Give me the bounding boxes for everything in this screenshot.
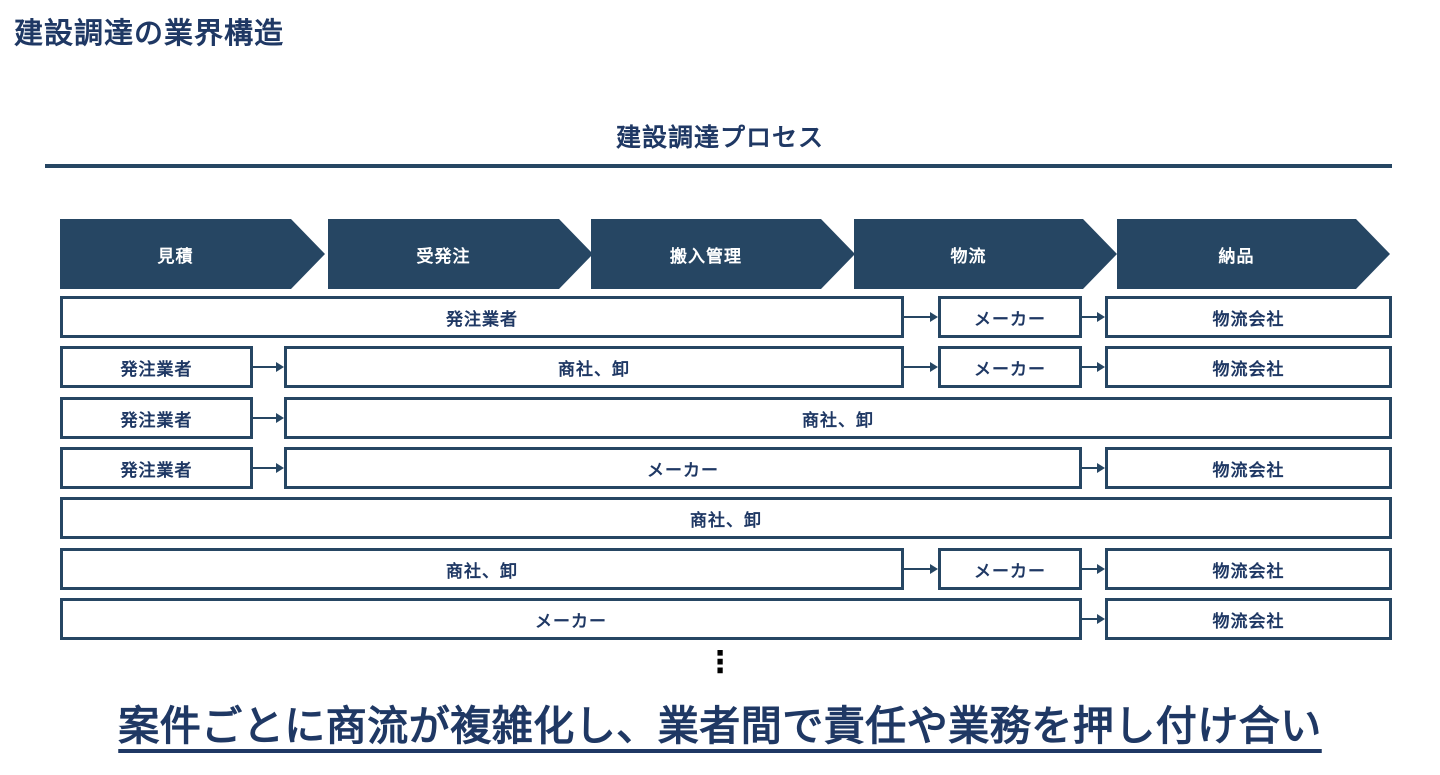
flow-row: 発注業者 メーカー 物流会社 <box>0 296 1440 338</box>
flow-box-logistics-company: 物流会社 <box>1105 598 1392 640</box>
flow-box-manufacturer: メーカー <box>60 598 1082 640</box>
process-section-title: 建設調達プロセス <box>615 124 824 152</box>
flow-box-trading-wholesale: 商社、卸 <box>60 497 1392 539</box>
arrow-connector <box>1082 362 1105 372</box>
flow-row: 商社、卸 メーカー 物流会社 <box>0 548 1440 590</box>
flow-box-trading-wholesale: 商社、卸 <box>284 346 904 388</box>
flow-box-manufacturer: メーカー <box>938 548 1082 590</box>
arrow-connector <box>904 564 938 574</box>
flow-box-logistics-company: 物流会社 <box>1105 447 1392 489</box>
arrow-connector <box>1082 564 1105 574</box>
vertical-ellipsis: ⋮ <box>705 646 735 679</box>
flow-box-orderer: 発注業者 <box>60 296 904 338</box>
arrow-connector <box>253 413 284 423</box>
step-order: 受発注 <box>328 219 593 289</box>
flow-box-logistics-company: 物流会社 <box>1105 346 1392 388</box>
flow-box-trading-wholesale: 商社、卸 <box>284 397 1392 439</box>
flow-box-orderer: 発注業者 <box>60 346 253 388</box>
step-logistics: 物流 <box>854 219 1117 289</box>
arrow-connector <box>1082 463 1105 473</box>
arrow-connector <box>1082 614 1105 624</box>
step-quote: 見積 <box>60 219 325 289</box>
step-carry-in-management: 搬入管理 <box>591 219 855 289</box>
arrow-connector <box>1082 312 1105 322</box>
flow-box-logistics-company: 物流会社 <box>1105 296 1392 338</box>
flow-box-orderer: 発注業者 <box>60 397 253 439</box>
conclusion-statement: 案件ごとに商流が複雑化し、業者間で責任や業務を押し付け合い <box>118 703 1322 749</box>
flow-box-manufacturer: メーカー <box>938 346 1082 388</box>
flow-box-manufacturer: メーカー <box>938 296 1082 338</box>
arrow-connector <box>253 362 284 372</box>
flow-box-manufacturer: メーカー <box>284 447 1082 489</box>
divider-line <box>45 164 1392 168</box>
flow-row: 発注業者 商社、卸 メーカー 物流会社 <box>0 346 1440 388</box>
flow-row: メーカー 物流会社 <box>0 598 1440 640</box>
flow-box-trading-wholesale: 商社、卸 <box>60 548 904 590</box>
flow-row: 発注業者 メーカー 物流会社 <box>0 447 1440 489</box>
arrow-connector <box>904 312 938 322</box>
flow-row: 商社、卸 <box>0 497 1440 539</box>
flow-box-logistics-company: 物流会社 <box>1105 548 1392 590</box>
arrow-connector <box>253 463 284 473</box>
arrow-connector <box>904 362 938 372</box>
flow-row: 発注業者 商社、卸 <box>0 397 1440 439</box>
flow-box-orderer: 発注業者 <box>60 447 253 489</box>
step-delivery: 納品 <box>1117 219 1390 289</box>
page-title: 建設調達の業界構造 <box>14 18 285 50</box>
